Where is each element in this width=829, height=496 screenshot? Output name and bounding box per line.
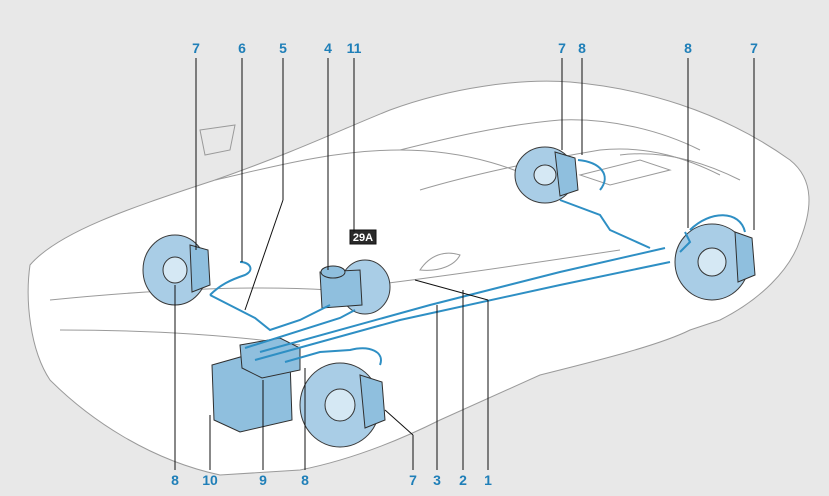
callout-4: 4 <box>324 40 332 56</box>
abs-unit <box>211 337 301 433</box>
callout-sensor-rear-left: 8 <box>578 40 586 56</box>
callout-brake-caliper-rear-right: 7 <box>750 40 758 56</box>
label-plate: 29A <box>353 232 373 244</box>
callout-brake-caliper-rear-left: 7 <box>558 40 566 56</box>
brake-disc-front-right <box>299 362 386 448</box>
callout-6: 6 <box>238 40 246 56</box>
callout-3: 3 <box>433 472 441 488</box>
callout-sensor-rear-right: 8 <box>684 40 692 56</box>
brake-disc-rear-right <box>674 223 756 301</box>
callout-sensor-front-right: 8 <box>301 472 309 488</box>
callout-1: 1 <box>484 472 492 488</box>
callouts-bottom: 8 10 9 8 7 3 2 1 <box>171 472 492 488</box>
brake-disc-front-left <box>142 234 211 306</box>
brake-booster <box>319 259 391 315</box>
callout-2: 2 <box>459 472 467 488</box>
leader-lines <box>174 58 755 470</box>
callout-10: 10 <box>202 472 218 488</box>
callout-5: 5 <box>279 40 287 56</box>
callout-brake-caliper-front-right: 7 <box>409 472 417 488</box>
callout-sensor-front-left: 8 <box>171 472 179 488</box>
callout-11: 11 <box>347 40 362 56</box>
brake-lines <box>209 159 746 366</box>
callout-brake-caliper-front-left: 7 <box>192 40 200 56</box>
brake-disc-rear-left <box>514 146 579 204</box>
callout-9: 9 <box>259 472 267 488</box>
label-plate-group: 29A <box>349 229 377 245</box>
callouts-top: 7 6 5 4 11 7 8 8 7 <box>192 40 758 56</box>
